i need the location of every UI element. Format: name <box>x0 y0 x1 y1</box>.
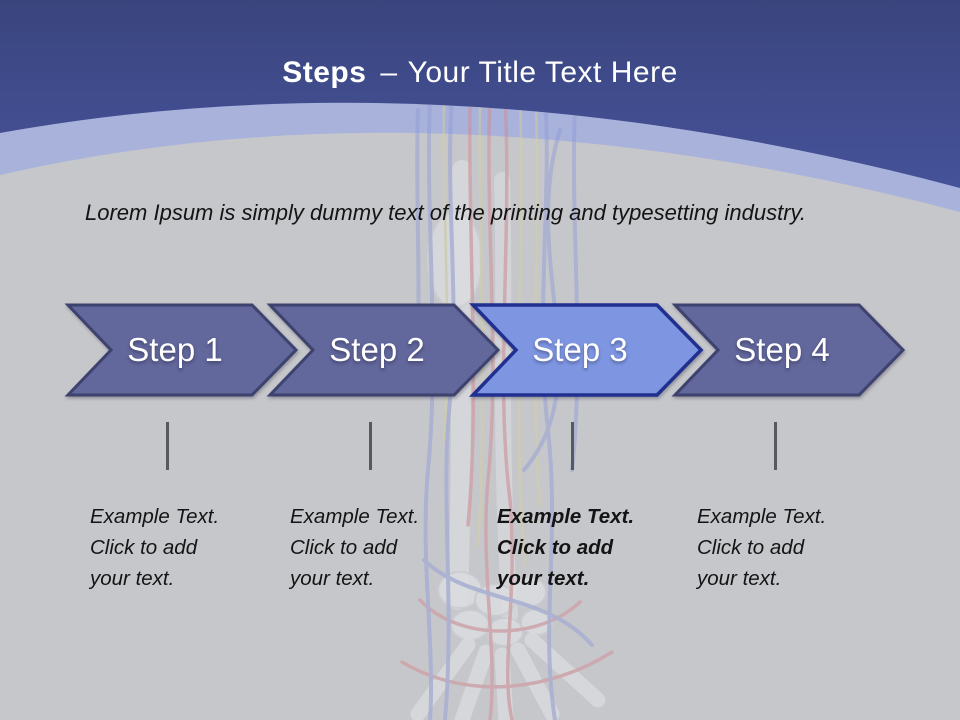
step-2-tick <box>369 422 372 470</box>
step-2-description[interactable]: Example Text. Click to add your text. <box>290 505 420 590</box>
step-1-label[interactable]: Step 1 <box>127 331 223 368</box>
step-4-tick <box>774 422 777 470</box>
canvas-dome <box>0 132 960 720</box>
step-1-description[interactable]: Example Text. Click to add your text. <box>90 505 220 590</box>
title-separator: – <box>380 56 398 89</box>
step-1-chevron[interactable] <box>64 303 299 397</box>
step-2-chevron[interactable] <box>266 303 501 397</box>
step-3-description[interactable]: Example Text. Click to add your text. <box>497 505 635 590</box>
slide-title[interactable]: Steps–Your Title Text Here <box>0 56 960 90</box>
step-4-label[interactable]: Step 4 <box>734 331 830 368</box>
step-3-chevron[interactable] <box>468 303 704 397</box>
steps-chevron-row <box>64 303 906 397</box>
step-4-chevron[interactable] <box>671 303 906 397</box>
step-4-description[interactable]: Example Text. Click to add your text. <box>697 505 827 590</box>
step-2-label[interactable]: Step 2 <box>329 331 425 368</box>
title-keyword: Steps <box>282 56 367 89</box>
step-3-tick <box>571 422 574 470</box>
anatomy-illustration <box>400 102 614 720</box>
intro-text[interactable]: Lorem Ipsum is simply dummy text of the … <box>85 200 807 225</box>
title-rest: Your Title Text Here <box>407 56 678 89</box>
step-3-label[interactable]: Step 3 <box>532 331 628 368</box>
step-1-tick <box>166 422 169 470</box>
